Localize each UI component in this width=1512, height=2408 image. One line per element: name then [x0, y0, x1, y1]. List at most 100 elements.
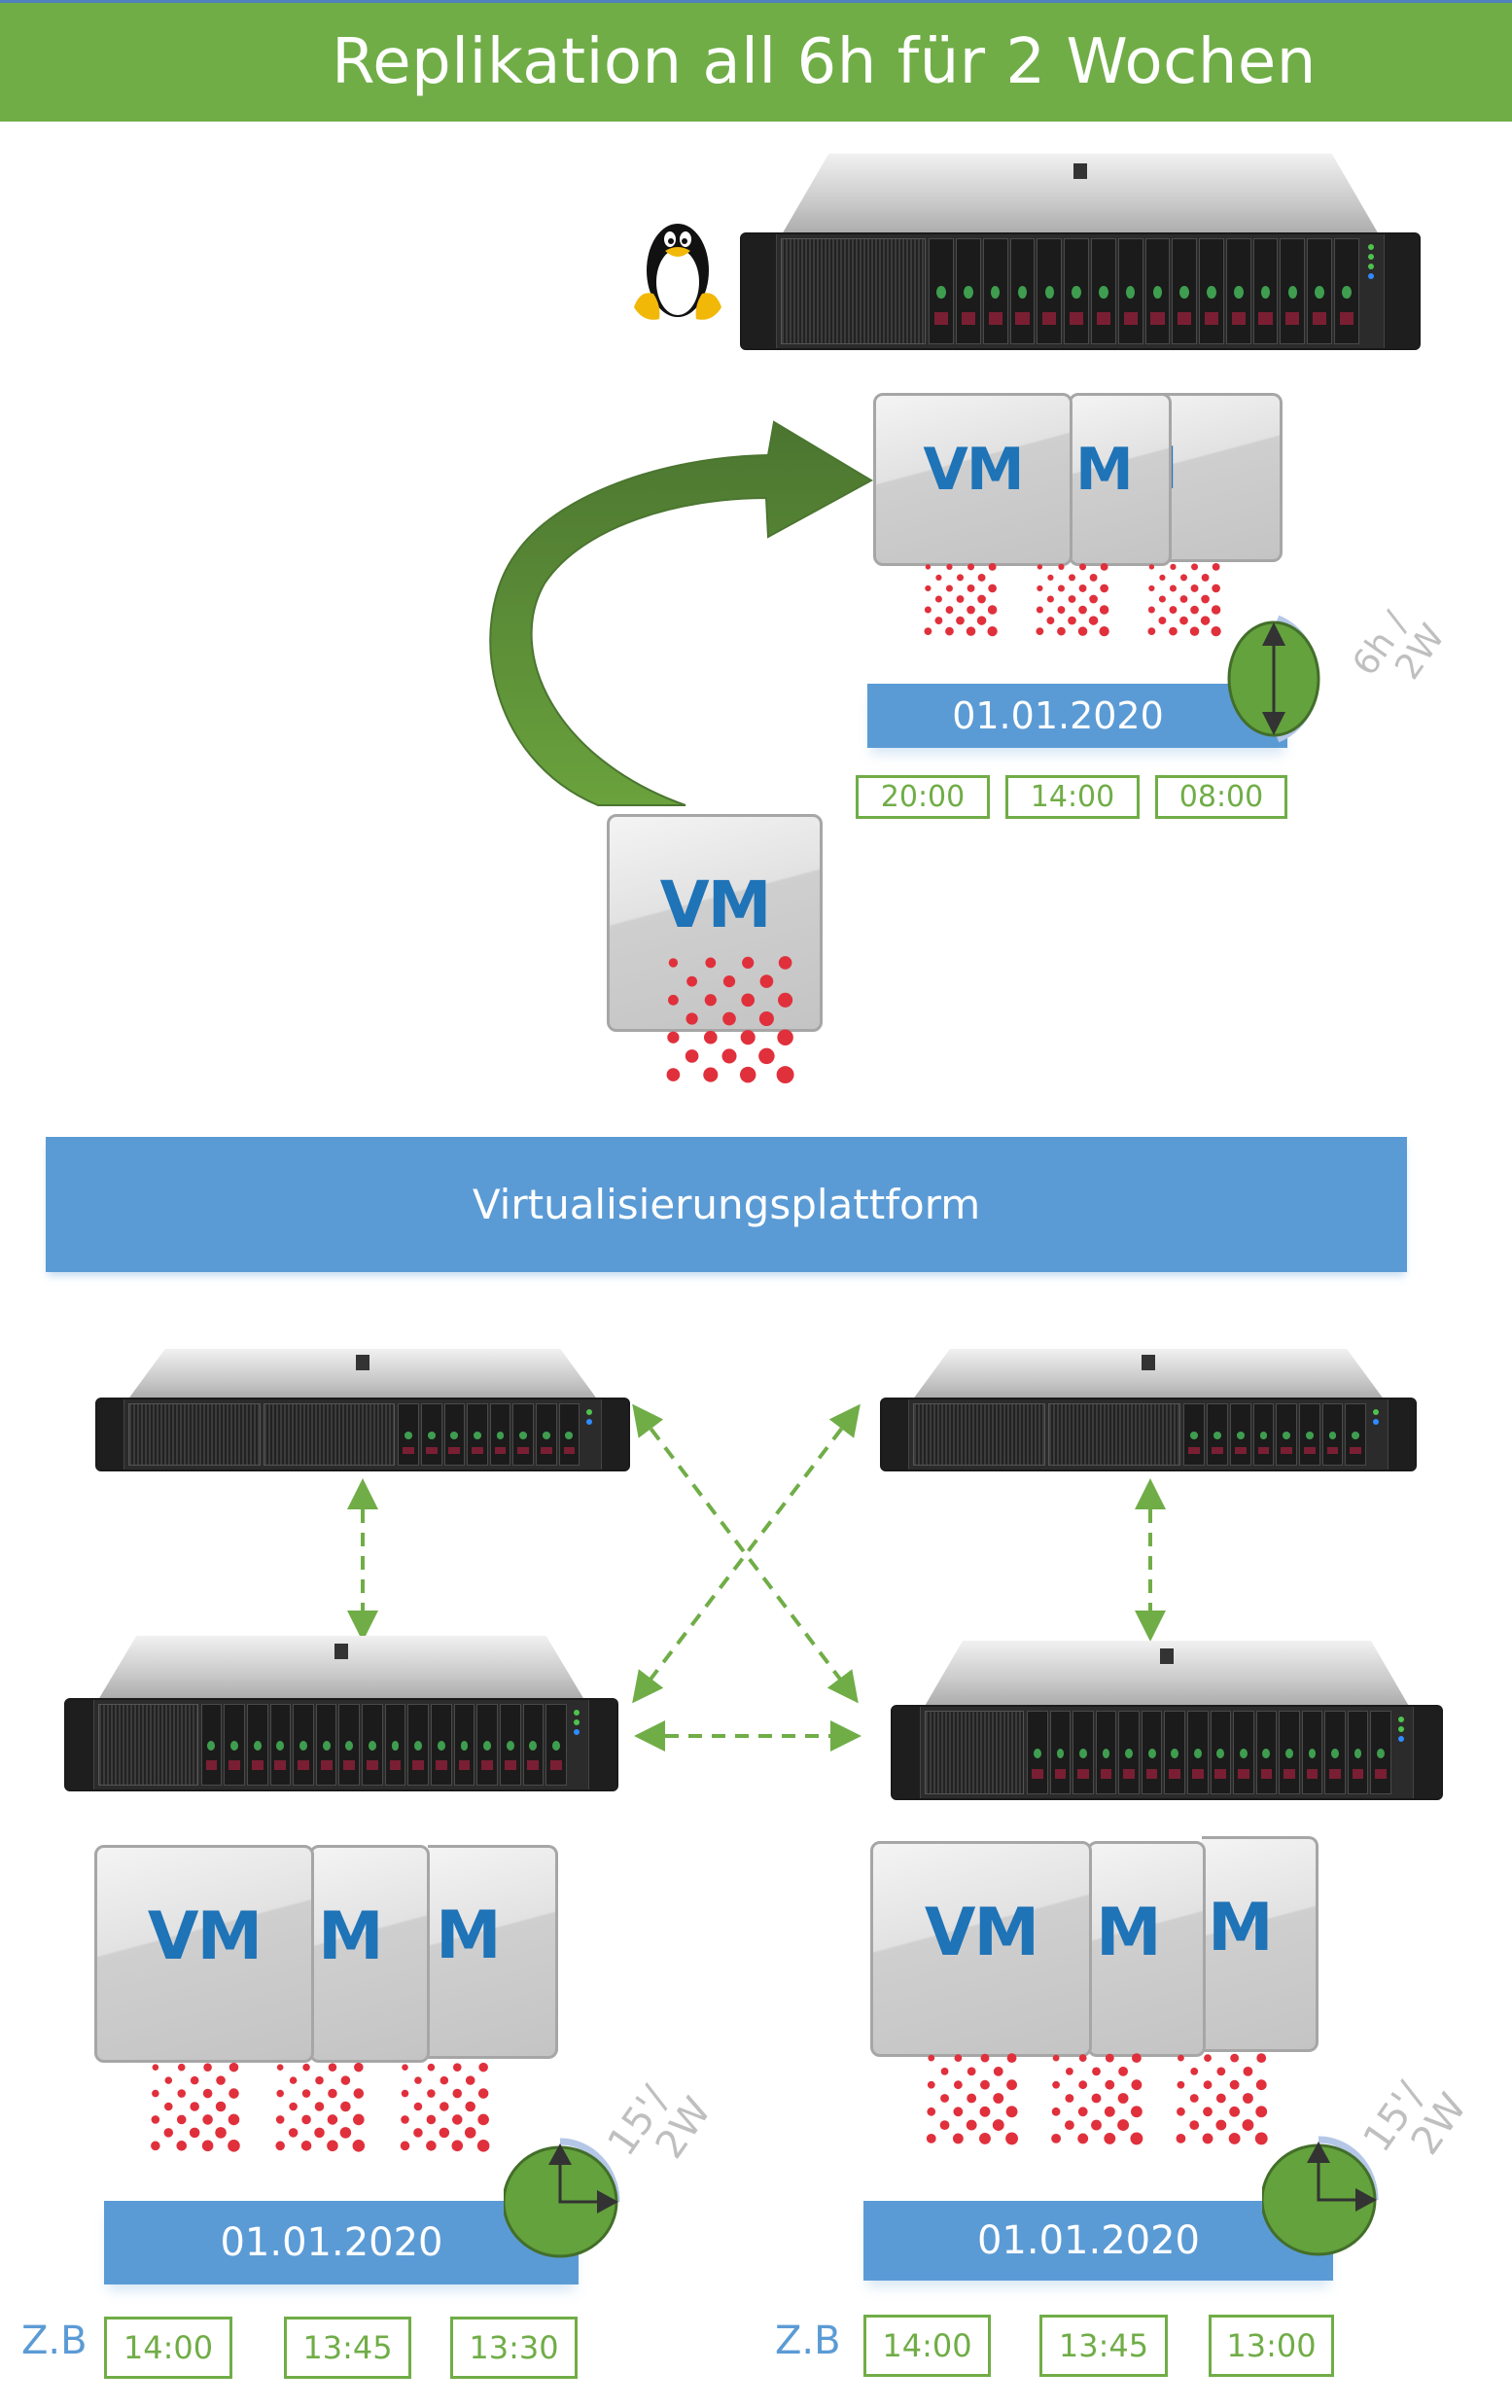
logo-dot — [289, 2102, 298, 2111]
logo-dot — [151, 2141, 160, 2151]
logo-dot — [1089, 573, 1098, 582]
logo-dot — [940, 2094, 949, 2103]
logo-dot — [778, 992, 793, 1008]
title-banner: Replikation all 6h für 2 Wochen — [0, 3, 1512, 122]
logo-dot — [967, 2093, 977, 2104]
logo-dot — [477, 2088, 489, 2099]
logo-dot — [1256, 2053, 1267, 2064]
logo-dot — [1179, 595, 1188, 603]
logo-dot — [1211, 625, 1221, 637]
logo-dot — [477, 2113, 489, 2126]
logo-dot — [952, 2133, 964, 2144]
logo-dot — [228, 2140, 240, 2152]
logo-dot — [742, 956, 755, 970]
logo-dot — [1189, 2120, 1200, 2131]
logo-dot — [314, 2127, 325, 2139]
target-vm-1[interactable]: VM — [873, 393, 1072, 566]
logo-dot — [300, 2141, 312, 2151]
time-slot: 14:00 — [1005, 775, 1140, 819]
logo-dot — [1189, 2094, 1199, 2103]
logo-dot — [1058, 563, 1065, 570]
source-vm[interactable]: VM — [607, 814, 823, 1032]
cluster-links — [0, 1342, 1512, 1809]
right-date: 01.01.2020 — [976, 2218, 1201, 2263]
logo-dot — [1229, 2079, 1240, 2090]
right-vm-2[interactable]: M — [1087, 1841, 1206, 2057]
logo-dot — [927, 2107, 936, 2116]
left-vm-1[interactable]: VM — [94, 1845, 314, 2063]
logo-dot — [1201, 594, 1210, 604]
logo-dot — [1104, 2132, 1116, 2144]
logo-dot — [301, 2089, 311, 2098]
logo-dot — [979, 2132, 991, 2144]
logo-dot — [954, 2054, 963, 2062]
example-label: Z.B — [775, 2319, 841, 2363]
logo-dot — [1077, 2133, 1089, 2144]
logo-dot — [703, 1030, 718, 1045]
logo-dot — [451, 2114, 463, 2125]
target-vm-2[interactable]: M — [1069, 393, 1172, 566]
logo-dot — [956, 595, 965, 603]
logo-dot — [956, 574, 965, 582]
logo-dot — [993, 2093, 1004, 2104]
logo-dot — [1229, 2106, 1241, 2117]
page-title: Replikation all 6h für 2 Wochen — [332, 26, 1317, 98]
status-leds — [1362, 238, 1380, 344]
logo-dot — [927, 2080, 935, 2089]
logo-dot — [229, 2062, 239, 2072]
logo-dot — [1169, 606, 1178, 614]
logo-dot — [940, 2068, 949, 2075]
logo-dot — [1200, 616, 1211, 625]
logo-dot — [721, 1048, 737, 1064]
logo-dot — [926, 2133, 936, 2143]
logo-dot — [414, 2076, 422, 2084]
logo-dot — [1118, 2066, 1129, 2076]
logo-dot — [988, 562, 997, 571]
logo-dot — [704, 994, 717, 1007]
time-slot: 14:00 — [863, 2315, 991, 2377]
logo-dot — [1190, 584, 1199, 592]
logo-dot — [1077, 626, 1088, 636]
logo-dot — [190, 2075, 199, 2085]
logo-dot — [686, 975, 698, 987]
logo-dot — [276, 2089, 284, 2098]
logo-dot — [777, 1029, 793, 1045]
logo-dot — [758, 1047, 775, 1065]
logo-dot — [1068, 616, 1076, 625]
logo-dot — [925, 564, 932, 570]
vm-dots-icon — [132, 2052, 507, 2161]
logo-dot — [1092, 2067, 1101, 2076]
logo-dot — [201, 2140, 214, 2152]
logo-dot — [666, 1068, 681, 1081]
logo-dot — [1216, 2067, 1226, 2076]
logo-dot — [202, 2088, 213, 2099]
left-vm-2[interactable]: M — [309, 1845, 430, 2063]
logo-dot — [946, 563, 953, 570]
logo-dot — [1147, 606, 1155, 614]
logo-dot — [1052, 2080, 1060, 2089]
logo-dot — [1190, 605, 1199, 615]
logo-dot — [189, 2127, 200, 2139]
logo-dot — [1036, 627, 1044, 636]
logo-dot — [934, 595, 942, 603]
logo-dot — [1228, 2132, 1241, 2144]
logo-dot — [1117, 2119, 1130, 2132]
right-vm-3[interactable]: M — [1202, 1836, 1319, 2052]
right-vm-1[interactable]: VM — [870, 1841, 1092, 2057]
logo-dot — [1255, 2106, 1268, 2118]
time-slot: 20:00 — [856, 775, 990, 819]
logo-dot — [339, 2127, 352, 2139]
logo-dot — [1117, 2093, 1129, 2104]
left-vm-3[interactable]: M — [428, 1845, 558, 2059]
logo-dot — [987, 605, 998, 615]
vm-label: VM — [659, 868, 772, 943]
logo-dot — [314, 2102, 325, 2111]
logo-dot — [402, 2064, 408, 2071]
logo-dot — [1212, 562, 1220, 571]
logo-dot — [1201, 573, 1210, 582]
logo-dot — [1147, 627, 1156, 636]
logo-dot — [229, 2088, 239, 2099]
logo-dot — [301, 2114, 311, 2125]
logo-dot — [1212, 584, 1220, 593]
logo-dot — [967, 584, 975, 592]
